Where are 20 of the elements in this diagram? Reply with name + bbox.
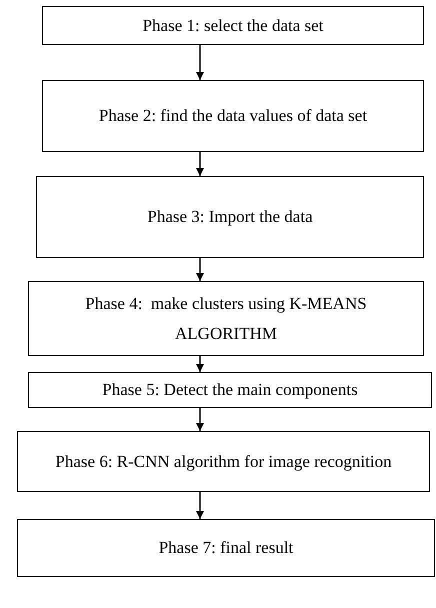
process-box	[17, 519, 435, 577]
process-box	[28, 281, 424, 356]
process-box	[17, 431, 430, 492]
process-box	[42, 6, 424, 45]
arrow	[196, 45, 204, 80]
phase-text: Phase 3: Import the data	[147, 206, 313, 228]
phase-text: Phase 4: make clusters using K-MEANS ALGORITHM	[84, 292, 368, 344]
arrow	[196, 152, 204, 176]
process-box	[28, 372, 432, 408]
arrow	[196, 258, 204, 281]
phase-text: Phase 6: R-CNN algorithm for image recognition	[55, 450, 392, 473]
arrow	[196, 408, 204, 431]
arrow	[196, 492, 204, 519]
phase-text: Phase 1: select the data set	[142, 14, 324, 36]
phase-text: Phase 2: find the data values of data set	[98, 105, 368, 127]
process-box	[42, 80, 424, 152]
phase-text: Phase 5: Detect the main components	[102, 379, 358, 401]
process-box	[36, 176, 424, 258]
phase-text: Phase 7: final result	[158, 537, 294, 559]
arrow	[196, 356, 204, 372]
